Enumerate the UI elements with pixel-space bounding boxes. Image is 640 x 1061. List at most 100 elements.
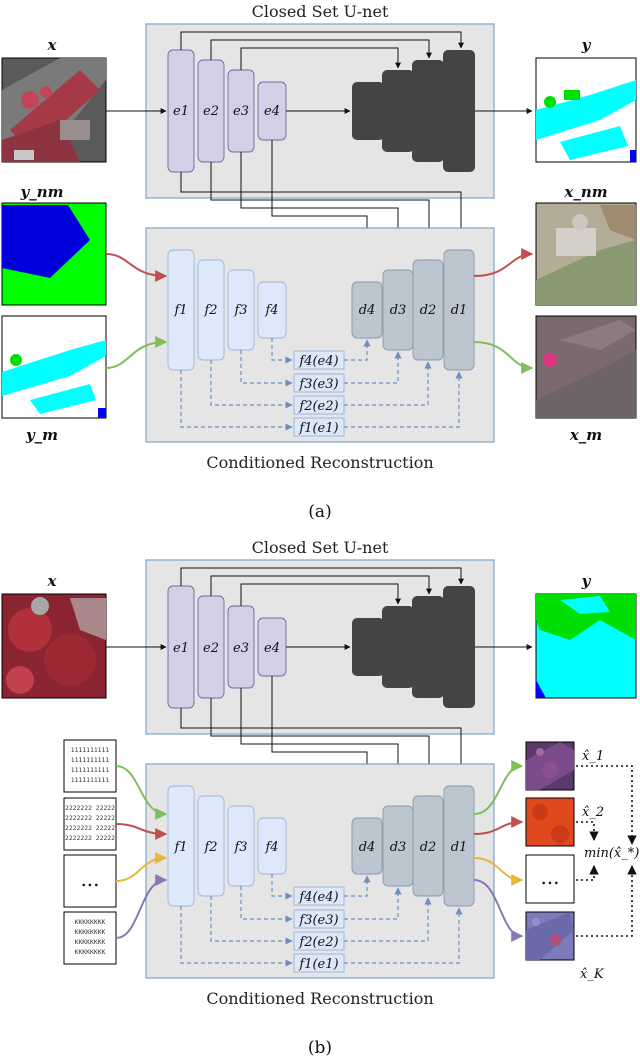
skip-arrow [210,575,432,596]
cond-nm-image [1,202,107,306]
decoder-label: d3 [390,303,407,318]
panel-b: Closed Set U-net x e1 e2 e3 e4 y [1,538,639,1058]
decoder-block-4 [351,817,383,875]
cond-k-arrow [115,874,168,939]
cond-arrow-out [344,361,432,406]
cond-nm-arrow [105,253,168,282]
skip-arrow [180,567,464,586]
decoder-dark-block-2 [412,60,444,162]
svg-text:...: ... [540,865,559,889]
svg-text:1111111111: 1111111111 [71,756,110,764]
reconstruction-title: Conditioned Reconstruction [206,453,433,472]
output-segmentation [535,593,637,699]
cond-arrow-in [210,896,293,945]
decoder-dark-block-1 [443,586,475,708]
cond-map-k: KKKKKKKK KKKKKKKK KKKKKKKK KKKKKKKK [63,911,117,965]
min-label: min(x̂_*) [584,846,639,861]
cond-arrow-out [344,907,463,964]
svg-text:1111111111: 1111111111 [71,766,110,774]
cond-arrow-in [240,886,293,923]
output-segmentation [535,57,637,163]
decoder-block-4 [351,281,383,339]
svg-text:KKKKKKKK: KKKKKKKK [75,918,106,926]
cond-1-arrow [115,765,168,820]
decoder-label: d2 [420,840,437,855]
decoder-dark-block-4 [352,82,384,140]
cond-arrow-in [271,338,293,364]
svg-text:KKKKKKKK: KKKKKKKK [75,948,106,956]
cond-map-1: 1111111111 1111111111 1111111111 1111111… [63,739,117,793]
decoder-block-2 [412,795,444,897]
decoder-block-1 [443,785,475,907]
recon-1-arrow [473,760,524,815]
decoder-block-2 [412,259,444,361]
cond-arrow-out [344,351,402,384]
min-arrow [576,865,599,881]
cond-ellipsis-arrow [115,852,168,882]
input-image [1,593,107,699]
recon-1-label: x̂_1 [582,749,604,764]
recon-m-arrow [473,341,534,374]
output-label: y [581,36,592,54]
input-label: x [47,36,58,54]
recon-2-image [525,797,575,847]
cond-encoder-label: f3 [233,840,247,855]
skip-down-arrow [180,708,464,785]
cond-arrow-in [240,350,293,387]
svg-text:1111111111: 1111111111 [71,776,110,784]
film-label: f4(e4) [298,890,338,905]
recon-ellipsis-arrow [473,857,524,886]
panel-b-caption: (b) [308,1038,332,1058]
encoder-label: e4 [264,641,280,656]
encoder-label: e3 [233,104,249,119]
cond-map-ellipsis: ... [63,854,117,908]
encoder-label: e2 [203,641,219,656]
unet-title: Closed Set U-net [252,2,389,21]
svg-text:KKKKKKKK: KKKKKKKK [75,928,106,936]
decoder-label: d2 [420,303,437,318]
cond-encoder-label: f1 [173,840,187,855]
svg-text:...: ... [80,867,99,891]
film-label: f3(e3) [298,377,338,392]
film-label: f1(e1) [298,957,338,972]
panel-a: Closed Set U-net x e1 e2 e3 e4 [1,2,637,522]
svg-text:2222222 22222: 2222222 22222 [65,814,115,822]
svg-text:KKKKKKKK: KKKKKKKK [75,938,106,946]
skip-arrow [240,47,401,70]
cond-arrow-in [180,370,293,431]
min-arrow [576,865,637,937]
recon-k-label: x̂_K [580,967,605,982]
film-label: f4(e4) [298,354,338,369]
skip-down-arrow [180,172,464,249]
recon-k-arrow [473,879,524,942]
decoder-dark-block-2 [412,596,444,698]
skip-arrow [180,31,464,50]
film-label: f1(e1) [298,421,338,436]
cond-m-label: y_m [25,426,58,444]
encoder-label: e4 [264,104,280,119]
min-arrow [576,821,599,841]
output-label: y [581,572,592,590]
decoder-label: d3 [390,840,407,855]
cond-arrow-out [344,875,371,897]
decoder-dark-block-3 [382,70,414,152]
encoder-label: e3 [233,641,249,656]
cond-arrow-out [344,371,463,428]
recon-m-image [535,315,637,419]
decoder-dark-block-1 [443,50,475,172]
svg-text:2222222 22222: 2222222 22222 [65,834,115,842]
cond-map-2: 2222222 22222 2222222 22222 2222222 2222… [63,797,117,851]
svg-text:2222222 22222: 2222222 22222 [65,804,115,812]
input-image [1,57,107,163]
decoder-label: d1 [451,840,468,855]
cond-encoder-label: f2 [203,303,217,318]
film-label: f2(e2) [298,399,338,414]
decoder-label: d1 [451,303,468,318]
svg-text:1111111111: 1111111111 [71,746,110,754]
min-arrow [576,765,637,845]
recon-m-label: x_m [569,426,602,444]
recon-nm-arrow [473,248,534,277]
decoder-label: d4 [359,303,376,318]
cond-arrow-in [180,906,293,967]
skip-arrow [210,39,432,60]
